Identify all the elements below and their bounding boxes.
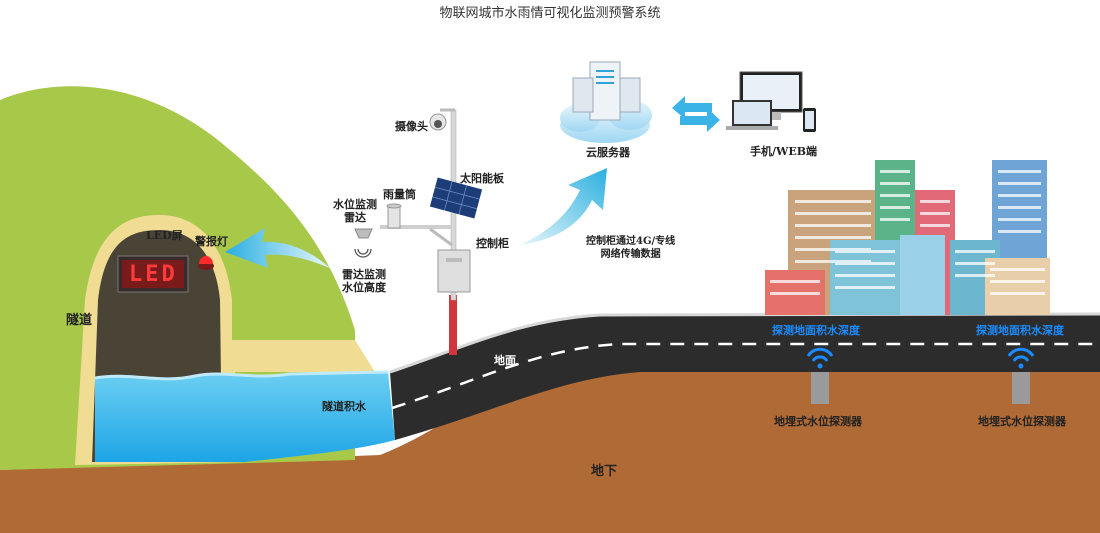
label-transmission: 控制柜通过4G/专线 网络传输数据 xyxy=(586,236,676,260)
led-screen-icon xyxy=(117,255,189,293)
led-screen-text: LED xyxy=(129,262,178,287)
wifi-icon xyxy=(806,347,834,362)
label-surface-water-detect-1: 探测地面积水深度 xyxy=(772,324,860,337)
rain-gauge-icon xyxy=(386,203,402,229)
city-buildings xyxy=(765,160,1050,315)
label-control-cabinet: 控制柜 xyxy=(476,237,509,250)
label-cloud-server: 云服务器 xyxy=(586,146,630,159)
tunnel-water-body xyxy=(95,372,395,462)
tunnel-water-wave xyxy=(94,370,389,381)
label-radar-monitoring: 雷达监测 水位高度 xyxy=(342,268,386,294)
label-road-surface: 地面 xyxy=(494,354,516,367)
label-camera: 摄像头 xyxy=(395,120,428,133)
pole-arm xyxy=(380,225,452,229)
solar-panel-icon xyxy=(429,177,483,219)
road xyxy=(390,314,1100,440)
label-water-level-radar: 水位监测 雷达 xyxy=(333,198,377,224)
control-cabinet-icon xyxy=(437,249,471,293)
pole-base xyxy=(449,295,457,355)
label-buried-detector-1: 地埋式水位探测器 xyxy=(774,415,862,428)
road-markings xyxy=(391,342,1100,410)
label-surface-water-detect-2: 探测地面积水深度 xyxy=(976,324,1064,337)
arrow-up-icon xyxy=(520,168,607,245)
road-edge xyxy=(389,312,1100,374)
label-buried-detector-2: 地埋式水位探测器 xyxy=(978,415,1066,428)
wifi-icon-dot xyxy=(1018,363,1024,369)
radar-signal-icon xyxy=(354,248,372,258)
phone-icon xyxy=(803,108,816,132)
pole-brace xyxy=(429,227,453,247)
buried-detector-2-body xyxy=(1012,372,1030,404)
wifi-icon-dot xyxy=(817,363,823,369)
label-underground: 地下 xyxy=(591,464,618,479)
cloud-server-icon xyxy=(560,61,652,143)
wifi-icon xyxy=(1007,347,1035,362)
camera-icon xyxy=(429,113,447,131)
label-tunnel-water: 隧道积水 xyxy=(322,400,366,413)
label-tunnel: 隧道 xyxy=(66,313,93,328)
label-solar-panel: 太阳能板 xyxy=(460,172,504,185)
label-led-screen: LED屏 xyxy=(146,229,183,242)
label-rain-gauge: 雨量筒 xyxy=(383,188,416,201)
laptop-icon xyxy=(726,100,778,130)
alarm-light-icon xyxy=(198,256,214,270)
buried-detector-1-body xyxy=(811,372,829,404)
radar-icon xyxy=(354,228,373,239)
sync-arrows-icon xyxy=(672,96,720,132)
page-title: 物联网城市水雨情可视化监测预警系统 xyxy=(439,6,661,21)
label-client: 手机/WEB端 xyxy=(750,145,818,158)
label-alarm-light: 警报灯 xyxy=(195,235,228,248)
arrow-left-icon xyxy=(225,228,330,268)
